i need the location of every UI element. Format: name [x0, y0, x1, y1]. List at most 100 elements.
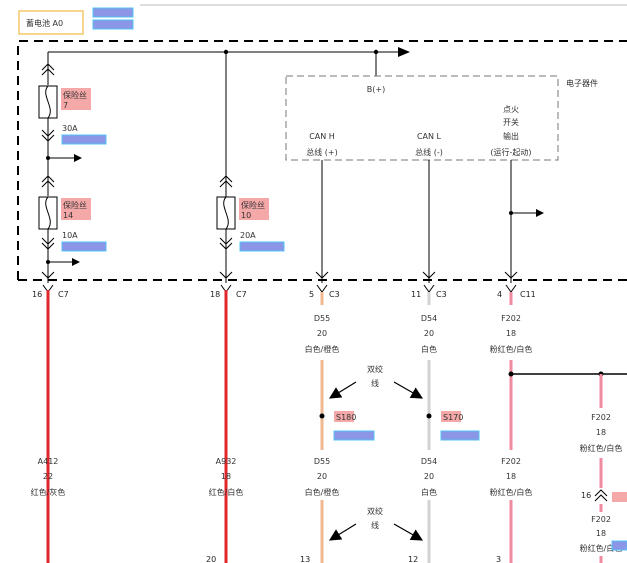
branch-arrow: [72, 258, 80, 266]
pin-number: 3: [496, 555, 501, 563]
wire-code: F202: [501, 314, 521, 323]
label-badge: [333, 430, 375, 441]
wire-color: 粉红色/白色: [580, 543, 623, 553]
fuse-label-bg: [239, 198, 269, 220]
splice-dot: [319, 413, 325, 419]
connector-chevron-icon: [504, 271, 518, 279]
connector-id: C3: [436, 290, 447, 299]
splice-dot: [426, 413, 432, 419]
fuse-name: 保险丝: [63, 90, 87, 100]
connector-chevron-icon: [422, 271, 436, 279]
connector-chevron-icon: [41, 271, 55, 279]
wire-code: A932: [216, 457, 237, 466]
fuse-element-icon: [45, 196, 51, 230]
ign-line1: 点火: [503, 105, 519, 114]
fuse-box-border: [17, 40, 627, 280]
pin-number: 18: [210, 290, 220, 299]
wire-code: A412: [38, 457, 59, 466]
fuse-label-bg: [61, 88, 91, 110]
twisted-label: 线: [371, 520, 379, 530]
connector-chevron-icon: [594, 489, 608, 502]
battery-label: 蓄电池 A0: [26, 18, 63, 28]
wire-gauge: 18: [221, 472, 231, 481]
label-badge: [239, 241, 285, 252]
wire-color: 粉红色/白色: [580, 443, 623, 453]
wire-code: F202: [501, 457, 521, 466]
label-badge: [440, 430, 480, 441]
module-label: 电子器件: [566, 78, 598, 88]
connector-id: C11: [520, 290, 536, 299]
pointer-arrow: [328, 523, 357, 541]
wire-color: 白色: [421, 487, 437, 497]
battery-box: [18, 10, 84, 35]
ign-line4: (运行-起动): [490, 147, 531, 157]
pin-number: 16: [32, 290, 42, 299]
module-box: [285, 75, 559, 161]
wire-color: 白色: [421, 344, 437, 354]
pin-number: 5: [309, 290, 314, 299]
wire-color: 粉红色/白色: [490, 487, 533, 497]
fuse-rating: 10A: [62, 231, 78, 240]
fuse-num: 10: [241, 211, 251, 220]
pin-number: 11: [411, 290, 421, 299]
wire-color: 红色/灰色: [31, 487, 66, 497]
fuse-name: 保险丝: [241, 200, 265, 210]
pointer-arrow: [328, 381, 357, 399]
fuse-name: 保险丝: [63, 200, 87, 210]
bplus-label: B(+): [367, 85, 385, 94]
wire-code: D55: [314, 314, 330, 323]
ign-line3: 输出: [503, 131, 519, 141]
pointer-arrow: [393, 523, 424, 541]
pointer-arrow: [393, 381, 424, 399]
wire-code: F202: [591, 413, 611, 422]
wire-color: 白色/橙色: [305, 487, 340, 497]
branch-arrow: [74, 154, 82, 162]
pin-number: 20: [206, 555, 216, 563]
splice-label-bg: [334, 411, 354, 422]
twisted-label: 双绞: [367, 506, 383, 516]
canl-label: CAN L: [417, 132, 442, 141]
fuse-rating: 30A: [62, 124, 78, 133]
connector-chevron-icon: [219, 237, 233, 250]
wire-gauge: 20: [317, 472, 327, 481]
connector-chevron-icon: [41, 237, 55, 250]
splice-label-bg: [441, 411, 461, 422]
connector-chevron-icon: [315, 271, 329, 279]
connector-chevron-icon: [41, 63, 55, 76]
branch-arrow: [536, 209, 544, 217]
label-badge: [61, 134, 107, 145]
fuse-element-icon: [223, 196, 229, 230]
fuse-rating: 20A: [240, 231, 256, 240]
connector-badge: [612, 492, 627, 502]
pin-number: 16: [581, 491, 591, 500]
pin-number: 12: [408, 555, 418, 563]
connector-chevron-icon: [41, 129, 55, 142]
label-badge: [92, 7, 134, 18]
wire-color: 红色/白色: [209, 487, 244, 497]
wire-gauge: 18: [506, 472, 516, 481]
connector-chevron-icon: [41, 175, 55, 188]
connector-y-icon: [316, 284, 328, 293]
twisted-label: 双绞: [367, 364, 383, 374]
label-badge: [611, 540, 627, 551]
fuse-num: 7: [63, 101, 68, 110]
wire-gauge: 18: [596, 529, 606, 538]
pin-number: 4: [497, 290, 502, 299]
wire-gauge: 20: [424, 472, 434, 481]
wire-gauge: 18: [596, 428, 606, 437]
wire-gauge: 18: [506, 329, 516, 338]
wire-code: D54: [421, 314, 437, 323]
label-badge: [61, 241, 107, 252]
pin-number: 13: [300, 555, 310, 563]
wire-gauge: 22: [43, 472, 53, 481]
connector-id: C3: [329, 290, 340, 299]
connector-chevron-icon: [219, 175, 233, 188]
connector-y-icon: [505, 284, 517, 293]
twisted-label: 线: [371, 378, 379, 388]
fuse-label-bg: [61, 198, 91, 220]
wire-color: 粉红色/白色: [490, 344, 533, 354]
canh-label: CAN H: [309, 132, 335, 141]
wire-color: 白色/橙色: [305, 344, 340, 354]
connector-chevron-icon: [219, 271, 233, 279]
